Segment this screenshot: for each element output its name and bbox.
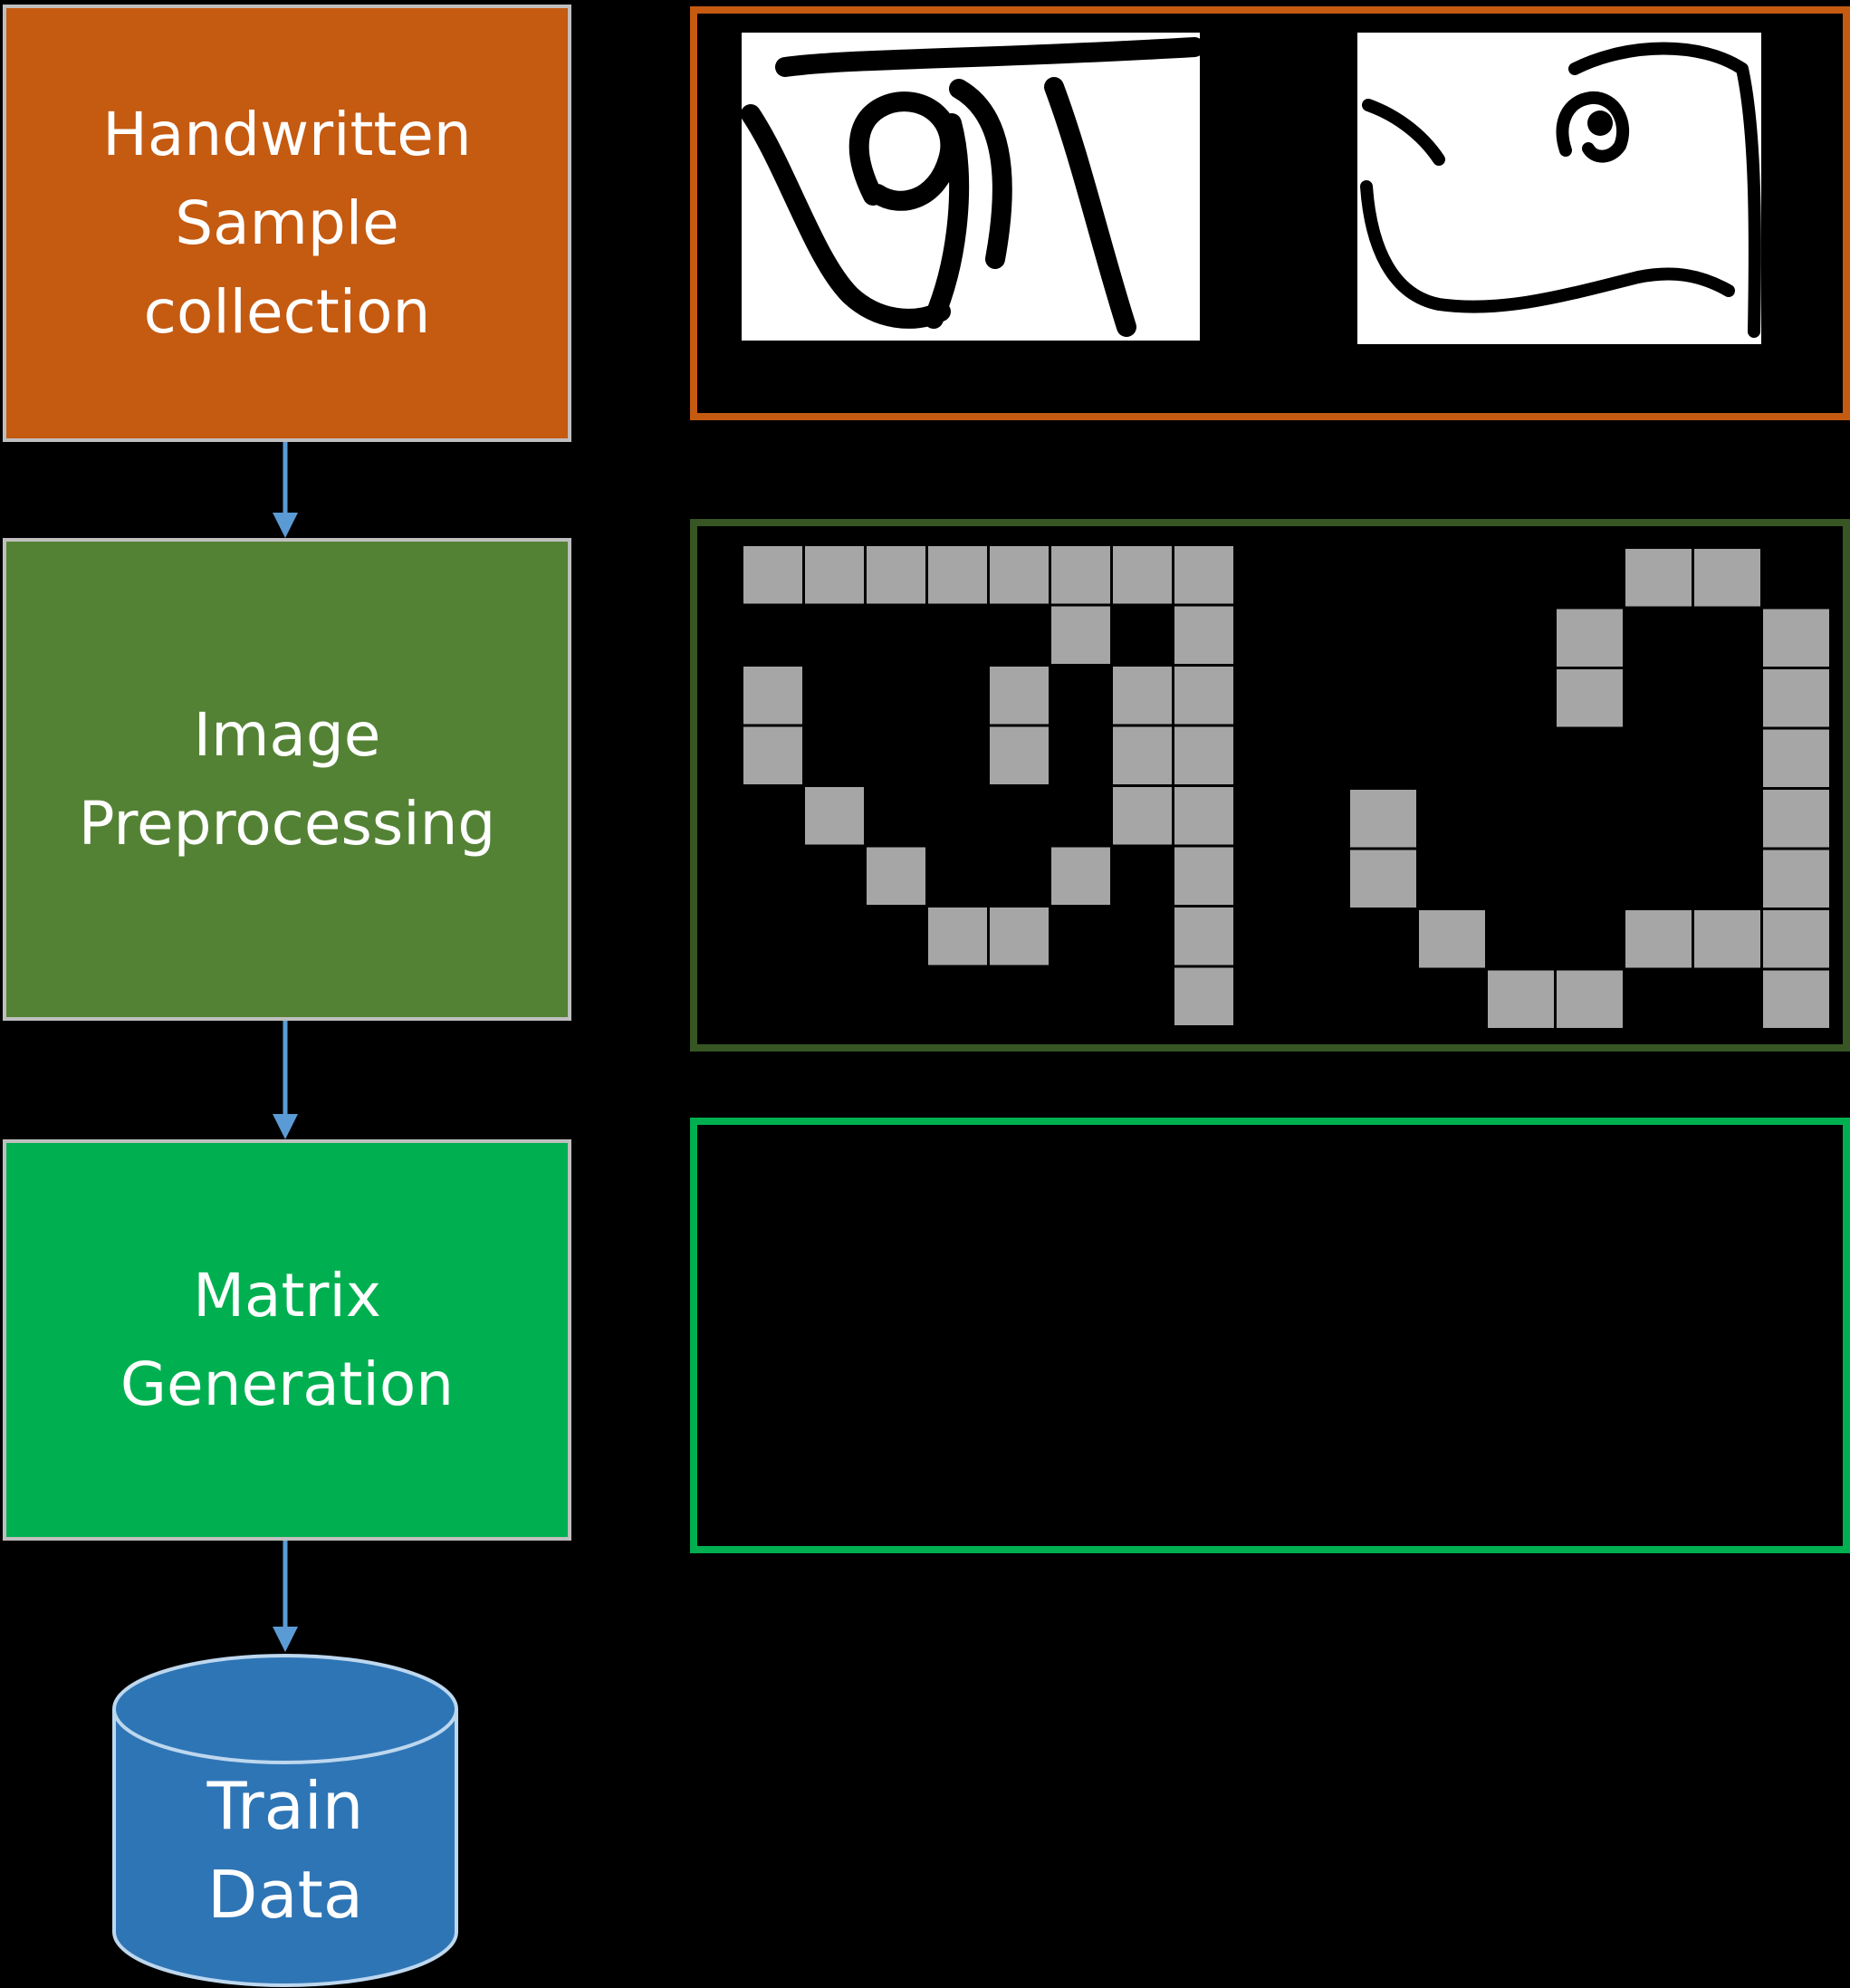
- step-3-line-2: Generation: [120, 1349, 455, 1419]
- grid-a-cell-r1-c5: [1051, 606, 1110, 664]
- bangla-letter-a-glyph: [741, 37, 1204, 337]
- arrow-step2-to-step3-head: [273, 1114, 298, 1139]
- step-1-line-2: Sample: [175, 187, 399, 258]
- grid-a-cell-r0-c1: [805, 546, 864, 604]
- grid-a-cell-r0-c7: [1174, 546, 1233, 604]
- grid-a-cell-r4-c6: [1113, 787, 1172, 845]
- handwritten-samples-panel: [690, 6, 1850, 420]
- step-handwritten-sample-collection: Handwritten Sample collection: [3, 5, 571, 442]
- grid-e-cell-r5-c6: [1763, 850, 1829, 908]
- grid-a-cell-r0-c2: [867, 546, 925, 604]
- grid-e-cell-r0-c4: [1625, 549, 1692, 607]
- grid-a-cell-r5-c5: [1051, 847, 1110, 905]
- grid-a-cell-r3-c0: [743, 726, 802, 784]
- grid-e-cell-r7-c3: [1557, 970, 1623, 1028]
- bangla-letter-e-glyph: [1360, 42, 1761, 338]
- grid-e-cell-r6-c4: [1625, 910, 1692, 968]
- train-data-label-line-2: Data: [207, 1857, 363, 1933]
- grid-e-cell-r4-c6: [1763, 790, 1829, 848]
- grid-a-cell-r6-c3: [928, 908, 987, 965]
- grid-a-cell-r3-c6: [1113, 726, 1172, 784]
- grid-a-cell-r1-c7: [1174, 606, 1233, 664]
- grid-e-cell-r1-c3: [1557, 609, 1623, 667]
- grid-e-cell-r4-c0: [1350, 790, 1416, 848]
- grid-e-cell-r0-c5: [1694, 549, 1760, 607]
- grid-a-cell-r0-c6: [1113, 546, 1172, 604]
- pixel-grid-letter-a: [743, 546, 1233, 1025]
- grid-a-cell-r3-c7: [1174, 726, 1233, 784]
- grid-a-cell-r5-c2: [867, 847, 925, 905]
- grid-a-cell-r5-c7: [1174, 847, 1233, 905]
- cylinder-top: [112, 1654, 458, 1764]
- pixel-grid-letter-e: [1350, 549, 1829, 1028]
- grid-e-cell-r1-c6: [1763, 609, 1829, 667]
- grid-e-cell-r6-c6: [1763, 910, 1829, 968]
- grid-e-cell-r2-c3: [1557, 669, 1623, 727]
- grid-a-cell-r3-c4: [990, 726, 1049, 784]
- grid-a-cell-r0-c4: [990, 546, 1049, 604]
- grid-a-cell-r0-c0: [743, 546, 802, 604]
- grid-a-cell-r0-c5: [1051, 546, 1110, 604]
- step-image-preprocessing: Image Preprocessing: [3, 538, 571, 1021]
- grid-e-cell-r7-c6: [1763, 970, 1829, 1028]
- grid-e-cell-r7-c2: [1488, 970, 1554, 1028]
- grid-a-cell-r4-c1: [805, 787, 864, 845]
- flow-arrows: [273, 442, 298, 1652]
- grid-e-cell-r6-c1: [1419, 910, 1485, 968]
- cylinder-body: [112, 1709, 458, 1987]
- arrow-step3-to-train-data-head: [273, 1627, 298, 1652]
- grid-e-cell-r6-c5: [1694, 910, 1760, 968]
- grid-e-cell-r3-c6: [1763, 729, 1829, 787]
- grid-a-cell-r2-c4: [990, 667, 1049, 725]
- grid-a-cell-r2-c7: [1174, 667, 1233, 725]
- matrix-output-panel: [690, 1118, 1850, 1553]
- grid-a-cell-r0-c3: [928, 546, 987, 604]
- grid-a-cell-r4-c7: [1174, 787, 1233, 845]
- grid-a-cell-r6-c7: [1174, 908, 1233, 965]
- grid-a-cell-r7-c7: [1174, 967, 1233, 1025]
- train-data-cylinder-icon: [112, 1654, 458, 1987]
- handwritten-sample-e-image: [1357, 33, 1761, 344]
- step-1-line-1: Handwritten: [102, 99, 472, 169]
- step-2-line-1: Image: [193, 699, 381, 770]
- preprocessed-pixel-panel: [690, 519, 1850, 1052]
- arrow-step1-to-step2-head: [273, 513, 298, 538]
- step-2-line-2: Preprocessing: [78, 788, 496, 859]
- grid-e-cell-r5-c0: [1350, 850, 1416, 908]
- step-3-line-1: Matrix: [193, 1260, 381, 1330]
- train-data-label-line-1: Train: [206, 1768, 364, 1844]
- handwritten-sample-a-image: [741, 33, 1204, 341]
- grid-a-cell-r2-c0: [743, 667, 802, 725]
- grid-e-cell-r2-c6: [1763, 669, 1829, 727]
- step-1-line-3: collection: [143, 276, 431, 347]
- grid-a-cell-r6-c4: [990, 908, 1049, 965]
- step-matrix-generation: Matrix Generation: [3, 1139, 571, 1541]
- grid-a-cell-r2-c6: [1113, 667, 1172, 725]
